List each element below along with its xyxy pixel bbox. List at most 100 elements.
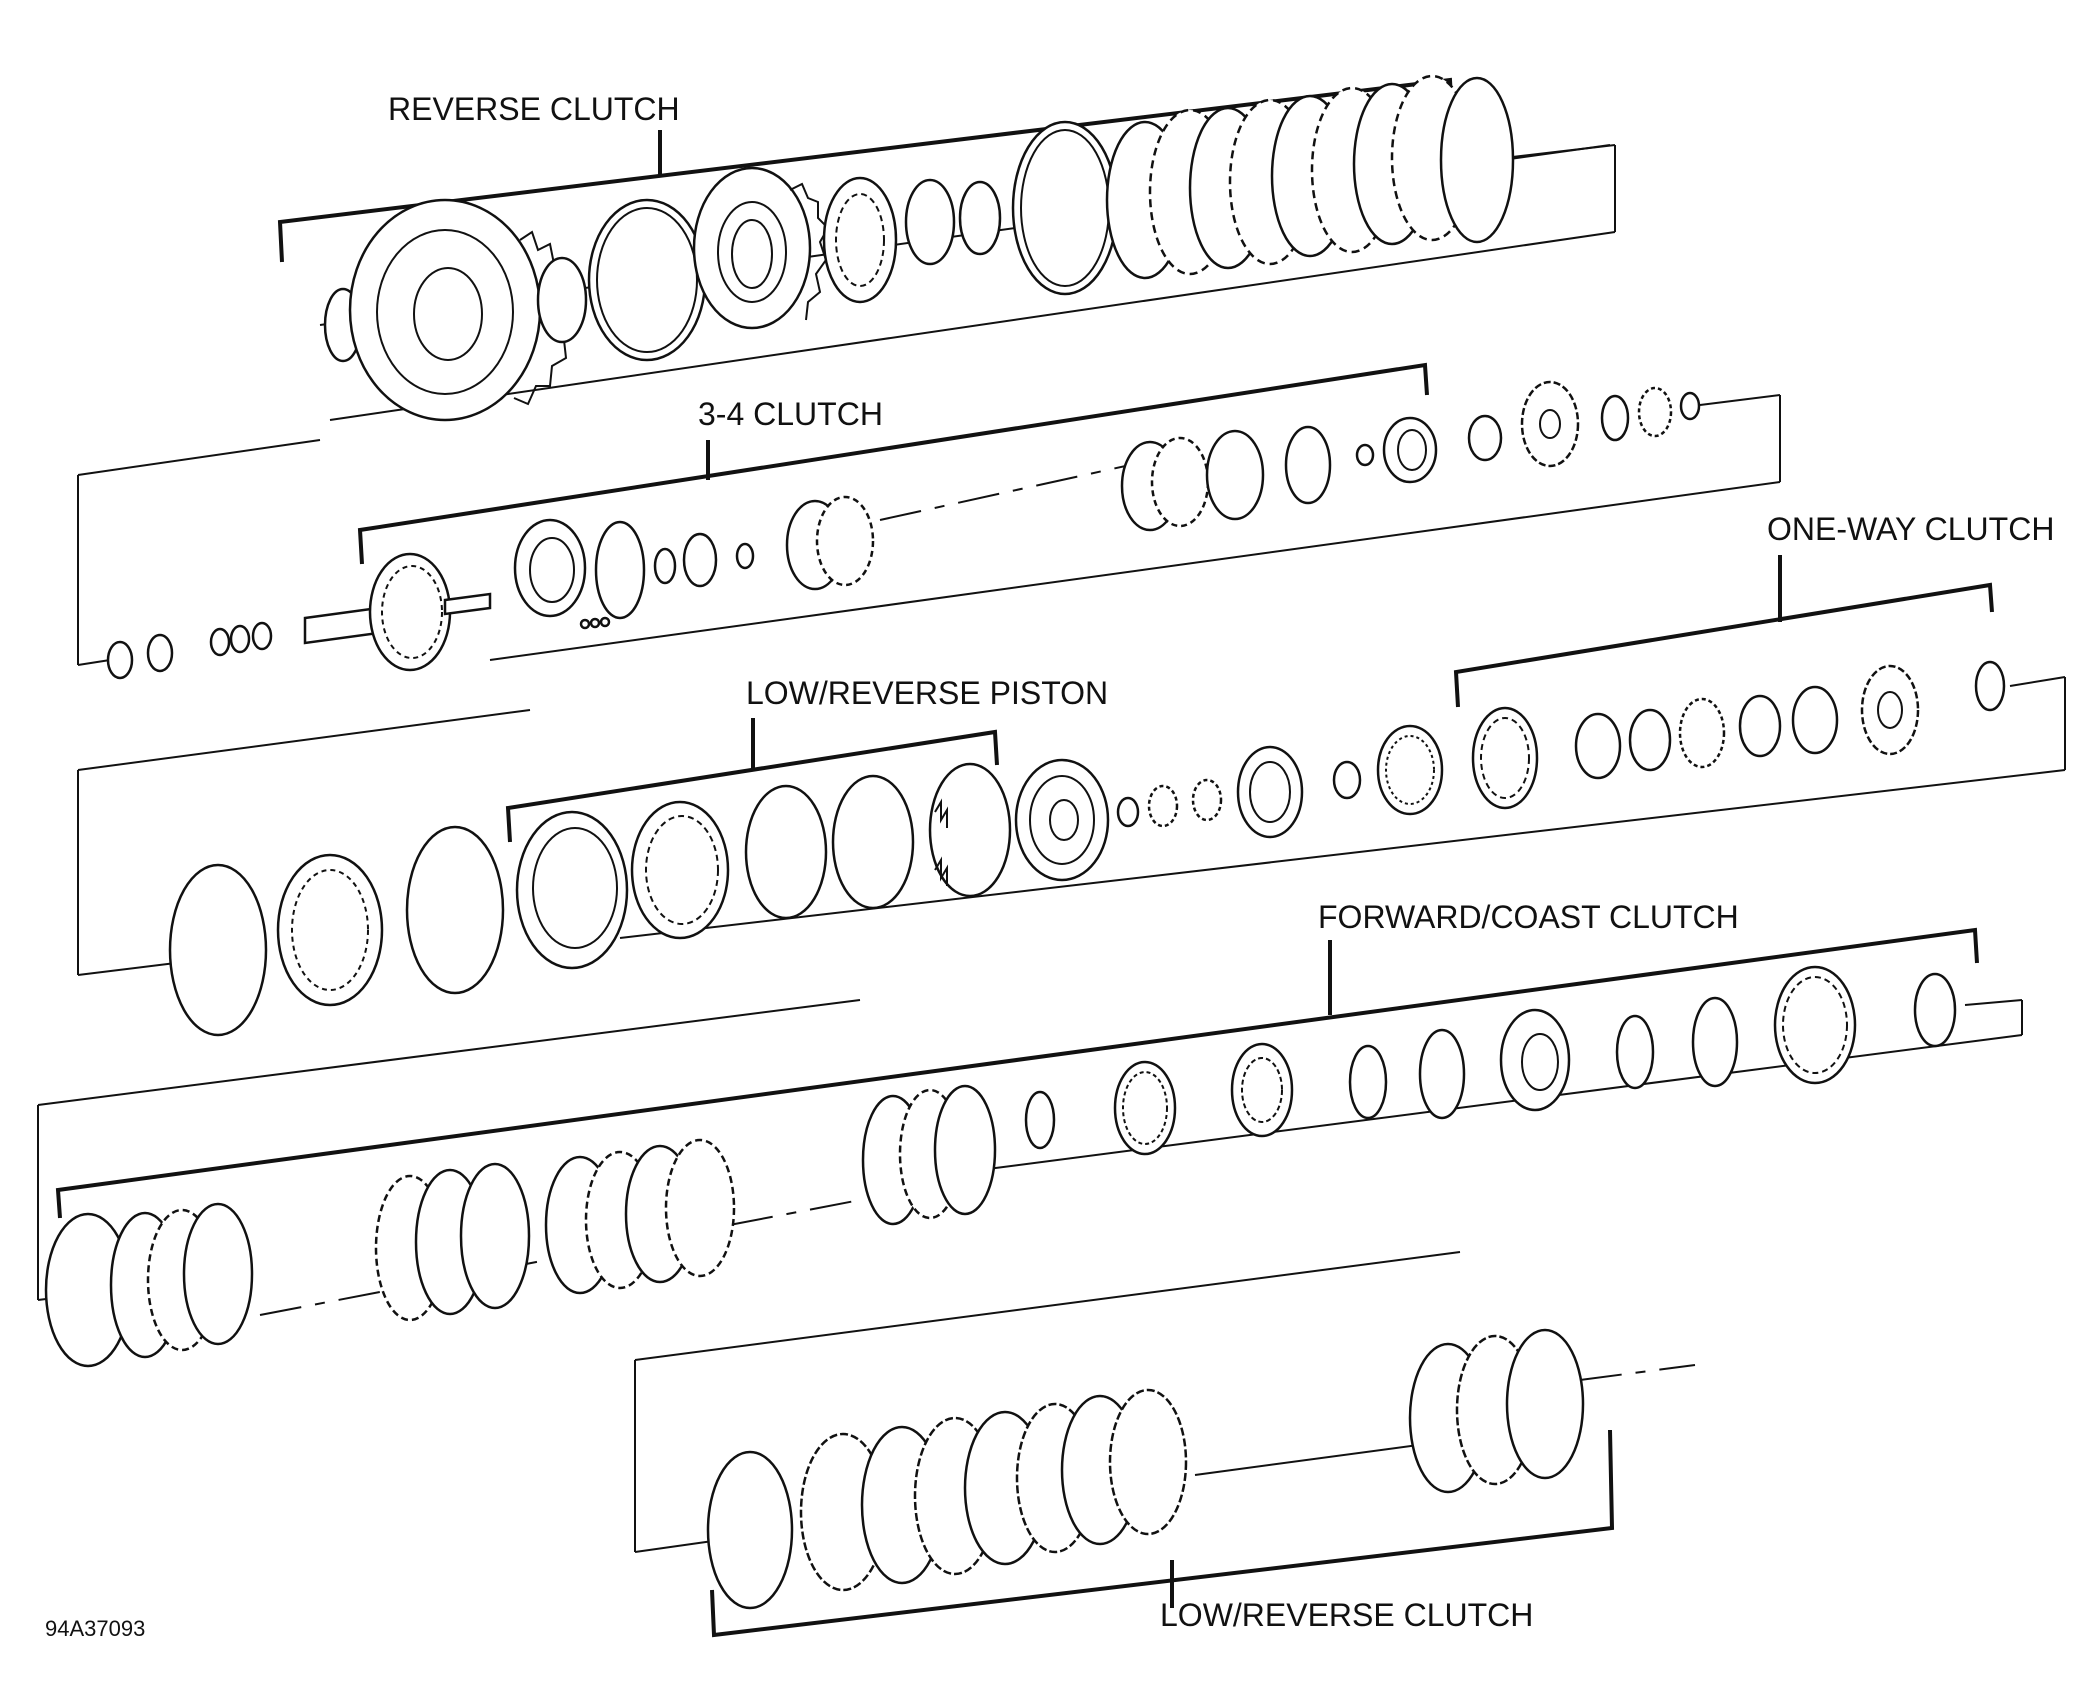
friction-disc xyxy=(664,1138,736,1278)
3-4-clutch-label: 3-4 CLUTCH xyxy=(698,396,883,432)
carrier-inner xyxy=(1249,761,1291,823)
snap-ring xyxy=(1284,425,1332,505)
one-way-clutch-outer-race xyxy=(1471,706,1539,810)
thrust-bearing xyxy=(1147,784,1179,828)
3-4-clutch-bracket xyxy=(357,362,1429,565)
clutch-plate xyxy=(182,1202,254,1346)
low-reverse-clutch-label: LOW/REVERSE CLUTCH xyxy=(1160,1597,1533,1633)
drum-teeth xyxy=(381,565,443,659)
retainer-fingers xyxy=(934,798,948,886)
race-teeth xyxy=(1480,717,1530,799)
seal-ring xyxy=(735,542,755,570)
thrust-bearing xyxy=(1467,414,1503,462)
row-low-reverse-piston: LOW/REVERSE PISTON ONE-WAY CLUTCH xyxy=(77,511,2066,1037)
sprocket xyxy=(1520,380,1580,468)
axis-line xyxy=(1699,394,1781,406)
axis-line xyxy=(37,999,861,1106)
friction-disc xyxy=(815,495,875,587)
seal-inner xyxy=(596,207,698,353)
hub-teeth xyxy=(1122,1071,1168,1145)
figure-id: 94A37093 xyxy=(45,1616,145,1641)
low-reverse-clutch-bracket xyxy=(710,1429,1615,1638)
piston-inner xyxy=(529,537,575,603)
axis-line xyxy=(1964,999,2023,1006)
seal-ring xyxy=(904,178,956,266)
clutch-plate xyxy=(1205,429,1265,521)
seal-ring xyxy=(209,627,231,657)
seal-ring xyxy=(1691,996,1739,1088)
thrust-washer xyxy=(1974,660,2006,712)
snap-ring xyxy=(1439,76,1515,244)
row-low-reverse-clutch: LOW/REVERSE CLUTCH xyxy=(634,1251,1696,1638)
seal-ring xyxy=(831,774,915,910)
hub-inner xyxy=(1397,429,1427,471)
axis-line xyxy=(634,1251,1461,1361)
thrust-bearing xyxy=(1191,778,1223,822)
seal-ring xyxy=(682,532,718,588)
one-way-clutch-bracket xyxy=(1453,582,1994,708)
axis-line xyxy=(634,1539,721,1553)
seal-ring xyxy=(536,256,588,344)
axis-line xyxy=(77,709,531,771)
friction-disc xyxy=(1150,436,1210,528)
snap-ring xyxy=(958,180,1002,256)
check-ball xyxy=(589,617,601,629)
clutch-plate xyxy=(933,1084,997,1216)
axis-centerline xyxy=(1579,1364,1696,1381)
race-spokes xyxy=(1877,691,1903,729)
thrust-washer xyxy=(1600,394,1630,442)
sun-gear-hub xyxy=(1382,416,1438,484)
axis-line xyxy=(77,659,111,666)
piston-hub xyxy=(731,219,773,289)
row-forward-coast-clutch: FORWARD/COAST CLUTCH xyxy=(37,899,2023,1368)
snap-ring xyxy=(1615,1014,1655,1090)
piston-inner xyxy=(717,201,787,303)
snap-ring xyxy=(168,863,268,1037)
forward-coast-clutch-bracket xyxy=(55,927,1979,1219)
spring-teeth xyxy=(645,815,719,925)
clutch-plate xyxy=(459,1162,531,1310)
thrust-washer xyxy=(1116,796,1140,828)
piston-return-spring xyxy=(630,800,730,940)
low-reverse-piston-label: LOW/REVERSE PISTON xyxy=(746,675,1108,711)
spring-retainer xyxy=(822,176,898,304)
clutch-plate xyxy=(1505,1328,1585,1480)
cylinder-splines xyxy=(1782,976,1848,1074)
snap-ring xyxy=(1348,1044,1388,1120)
one-way-clutch-inner-race xyxy=(1860,664,1920,756)
drum-inner-ring xyxy=(376,229,514,395)
axis-line xyxy=(619,769,2066,939)
forward-clutch-cylinder xyxy=(1773,965,1857,1085)
thrust-washer xyxy=(106,640,134,680)
shaft-end xyxy=(443,592,492,616)
thrust-washer xyxy=(1679,391,1701,421)
axis-line xyxy=(329,231,1616,421)
axis-line xyxy=(2009,676,2066,687)
seal-ring xyxy=(1418,1028,1466,1120)
piston-inner xyxy=(1521,1033,1559,1091)
thrust-washer xyxy=(1913,972,1957,1048)
one-way-clutch-label: ONE-WAY CLUTCH xyxy=(1767,511,2054,547)
axis-centerline xyxy=(879,464,1131,521)
reverse-clutch-label: REVERSE CLUTCH xyxy=(388,91,680,127)
thrust-washer xyxy=(1574,712,1622,780)
thrust-washer xyxy=(1332,760,1362,800)
thrust-washer xyxy=(1738,694,1782,758)
thrust-bearing xyxy=(1637,386,1673,438)
forward-clutch-piston xyxy=(1499,1008,1571,1112)
gear-inner xyxy=(1029,775,1095,865)
seal xyxy=(146,633,174,673)
forward-coast-clutch-label: FORWARD/COAST CLUTCH xyxy=(1318,899,1739,935)
row-3-4-clutch: 3-4 CLUTCH xyxy=(77,362,1781,680)
reverse-clutch-piston xyxy=(692,166,812,330)
seal-ring xyxy=(229,624,251,654)
seal-ring xyxy=(251,621,273,651)
low-reverse-clutch-hub xyxy=(276,853,384,1007)
planetary-carrier xyxy=(1236,745,1304,839)
check-ball xyxy=(579,618,591,630)
hub-rollers xyxy=(291,869,369,991)
thrust-washer xyxy=(1791,685,1839,755)
piston-inner xyxy=(532,827,618,949)
seal-ring xyxy=(653,547,677,585)
